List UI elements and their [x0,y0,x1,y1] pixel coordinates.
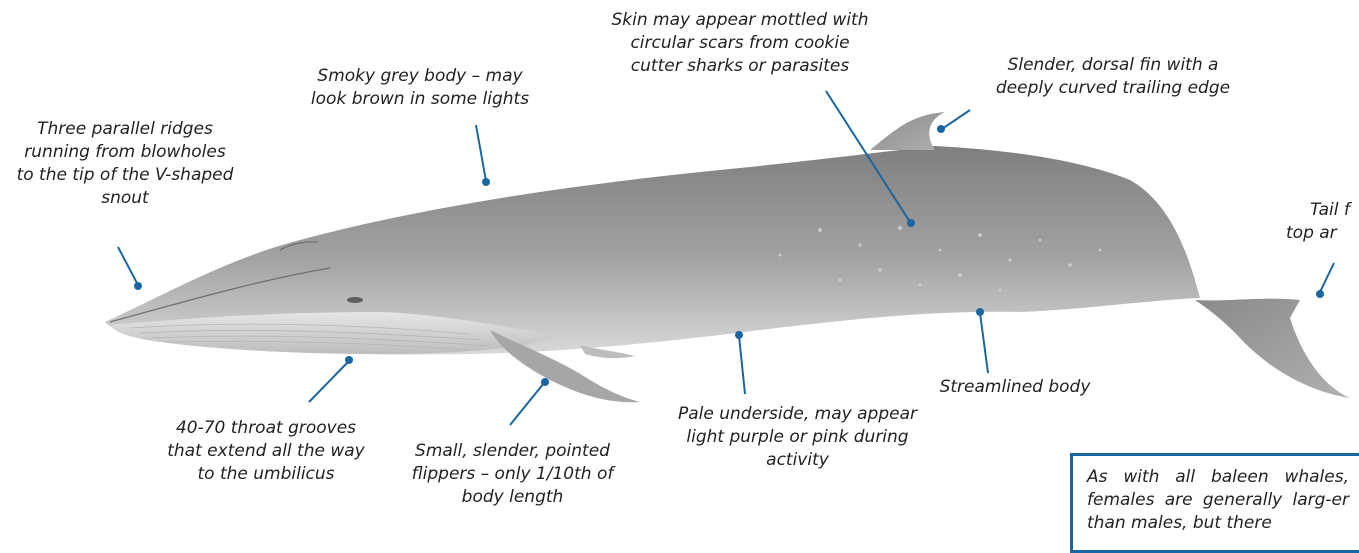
dorsal-fin [870,112,945,150]
label-dorsal: Slender, dorsal fin with a deeply curved… [978,54,1248,100]
whale-diagram: Three parallel ridges running from blowh… [0,0,1359,533]
label-body-color-line: look brown in some lights [290,88,550,111]
label-streamlined-line: Streamlined body [920,376,1110,399]
label-flippers-line: body length [390,486,635,509]
label-body-color: Smoky grey body – may look brown in some… [290,65,550,111]
label-throat-line: that extend all the way [160,440,372,463]
label-tail: Tail f top ar [1282,199,1359,245]
label-tail-line: top ar [1282,222,1359,245]
label-ridges-line: Three parallel ridges [0,118,250,141]
label-throat: 40-70 throat grooves that extend all the… [160,417,372,486]
label-underside-line: Pale underside, may appear [660,403,935,426]
info-box-text: As with all baleen whales, females are g… [1087,466,1349,535]
label-ridges-line: running from blowholes [0,141,250,164]
label-flippers-line: flippers – only 1/10th of [390,463,635,486]
label-ridges-line: to the tip of the V-shaped [0,164,250,187]
label-body-color-line: Smoky grey body – may [290,65,550,88]
label-skin-line: Skin may appear mottled with [600,9,880,32]
label-streamlined: Streamlined body [920,376,1110,399]
label-dorsal-line: deeply curved trailing edge [978,77,1248,100]
label-tail-line: Tail f [1282,199,1359,222]
info-box: As with all baleen whales, females are g… [1070,453,1359,553]
label-skin: Skin may appear mottled with circular sc… [600,9,880,78]
eye [347,297,363,303]
label-ridges: Three parallel ridges running from blowh… [0,118,250,210]
tail-fluke [1195,299,1350,398]
label-skin-line: cutter sharks or parasites [600,55,880,78]
label-skin-line: circular scars from cookie [600,32,880,55]
label-flippers: Small, slender, pointed flippers – only … [390,440,635,509]
label-throat-line: to the umbilicus [160,463,372,486]
label-underside-line: light purple or pink during [660,426,935,449]
label-underside: Pale underside, may appear light purple … [660,403,935,472]
label-flippers-line: Small, slender, pointed [390,440,635,463]
label-dorsal-line: Slender, dorsal fin with a [978,54,1248,77]
label-ridges-line: snout [0,187,250,210]
label-underside-line: activity [660,449,935,472]
label-throat-line: 40-70 throat grooves [160,417,372,440]
